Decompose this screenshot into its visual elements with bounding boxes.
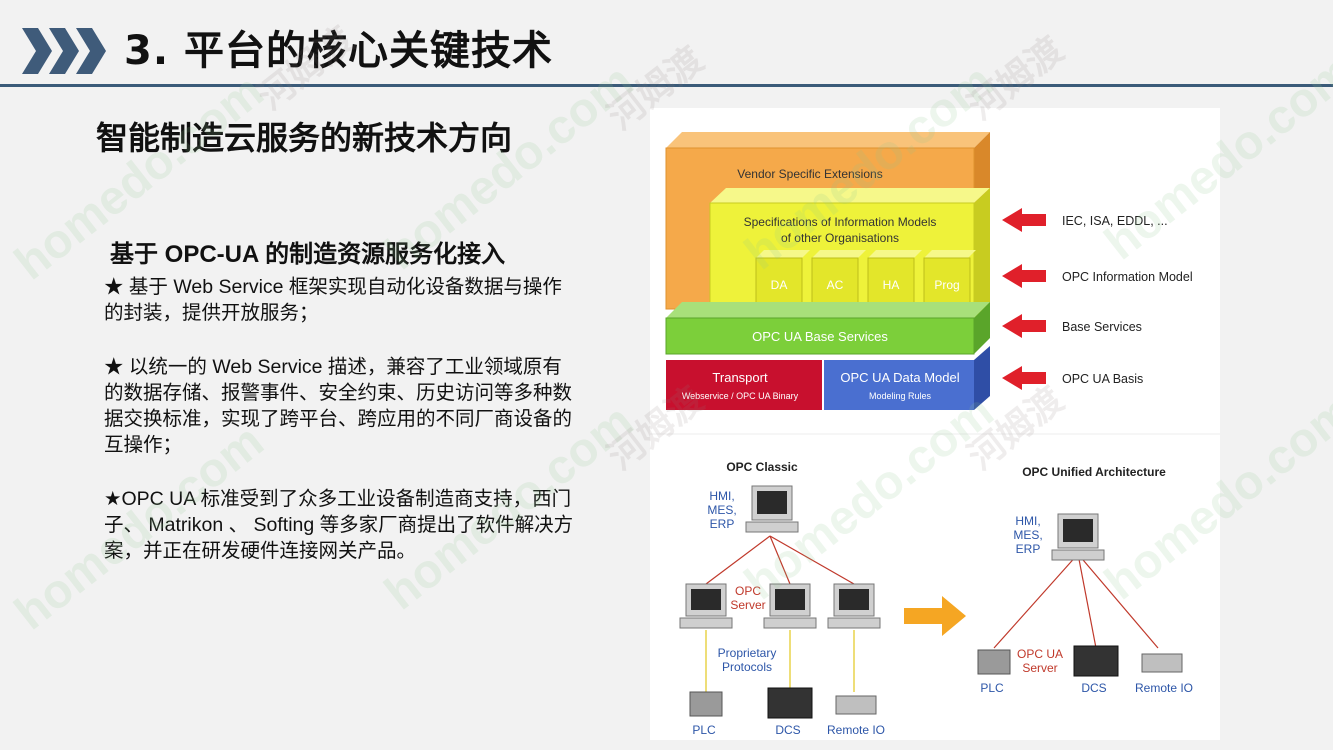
- classic-connections: [705, 535, 855, 585]
- arrow-label-2: OPC Information Model: [1062, 270, 1193, 284]
- unified-server-1: OPC UA: [1017, 647, 1063, 661]
- classic-device-plc: PLC: [692, 723, 716, 737]
- arrow-label-3: Base Services: [1062, 320, 1142, 334]
- paragraph-1: ★ 基于 Web Service 框架实现自动化设备数据与操作的封装，提供开放服…: [104, 276, 562, 324]
- chevron-icon: [22, 28, 106, 74]
- arrow-label-1: IEC, ISA, EDDL, ...: [1062, 214, 1168, 228]
- arrow-label-4: OPC UA Basis: [1062, 372, 1143, 386]
- layer-transport-sub: Webservice / OPC UA Binary: [682, 391, 799, 401]
- unified-device-plc: PLC: [980, 681, 1004, 695]
- section-subtitle: 智能制造云服务的新技术方向: [96, 119, 513, 157]
- layer-datamodel: OPC UA Data Model: [840, 370, 959, 385]
- classic-protocol-lines: [705, 630, 855, 692]
- box-ha: HA: [883, 278, 900, 292]
- layer-datamodel-sub: Modeling Rules: [869, 391, 932, 401]
- classic-protocols-1: Proprietary: [718, 646, 777, 660]
- info-model-boxes: DA AC HA Prog: [755, 250, 976, 311]
- unified-device-remote-io: Remote IO: [1135, 681, 1193, 695]
- unified-connections: [993, 553, 1159, 649]
- classic-protocols-2: Protocols: [722, 660, 772, 674]
- transition-arrow-icon: [904, 596, 966, 636]
- classic-device-dcs: DCS: [775, 723, 800, 737]
- page-title: 3. 平台的核心关键技术: [124, 28, 553, 74]
- section-heading: 基于 OPC-UA 的制造资源服务化接入: [110, 240, 570, 270]
- paragraph-3: ★OPC UA 标准受到了众多工业设备制造商支持，西门子、 Matrikon 、…: [104, 488, 574, 562]
- classic-server-2: Server: [730, 598, 765, 612]
- classic-title: OPC Classic: [726, 460, 798, 474]
- classic-device-icons: [689, 687, 877, 719]
- layer-vendor: Vendor Specific Extensions: [737, 167, 882, 181]
- classic-server-1: OPC: [735, 584, 761, 598]
- unified-title: OPC Unified Architecture: [1022, 465, 1166, 479]
- unified-hmi-1: HMI,: [1015, 514, 1040, 528]
- unified-device-dcs: DCS: [1081, 681, 1106, 695]
- unified-device-icons: [977, 645, 1183, 677]
- box-da: DA: [771, 278, 788, 292]
- layer-specs-line1: Specifications of Information Models: [744, 215, 937, 229]
- header-divider: [0, 84, 1333, 87]
- box-prog: Prog: [934, 278, 959, 292]
- classic-hmi-1: HMI,: [709, 489, 734, 503]
- text-column: 基于 OPC-UA 的制造资源服务化接入 ★ 基于 Web Service 框架…: [104, 240, 574, 592]
- classic-hmi-computer-icon: [745, 485, 799, 533]
- paragraph-2: ★ 以统一的 Web Service 描述，兼容了工业领域原有的数据存储、报警事…: [104, 356, 573, 456]
- box-ac: AC: [827, 278, 844, 292]
- classic-device-remote-io: Remote IO: [827, 723, 885, 737]
- unified-hmi-3: ERP: [1016, 542, 1041, 556]
- unified-hmi-2: MES,: [1013, 528, 1042, 542]
- section-heading-text: 基于 OPC-UA 的制造资源服务化接入: [110, 241, 506, 268]
- layer-base: OPC UA Base Services: [752, 329, 888, 344]
- unified-server-2: Server: [1022, 661, 1057, 675]
- stack-arrows: [1002, 208, 1046, 390]
- layer-transport: Transport: [712, 370, 768, 385]
- opc-ua-figure: Vendor Specific Extensions Specification…: [650, 108, 1220, 740]
- unified-hmi-computer-icon: [1051, 513, 1105, 561]
- layer-specs-line2: of other Organisations: [781, 231, 899, 245]
- classic-hmi-2: MES,: [707, 503, 736, 517]
- classic-hmi-3: ERP: [710, 517, 735, 531]
- classic-server-computer-icon: [679, 583, 881, 629]
